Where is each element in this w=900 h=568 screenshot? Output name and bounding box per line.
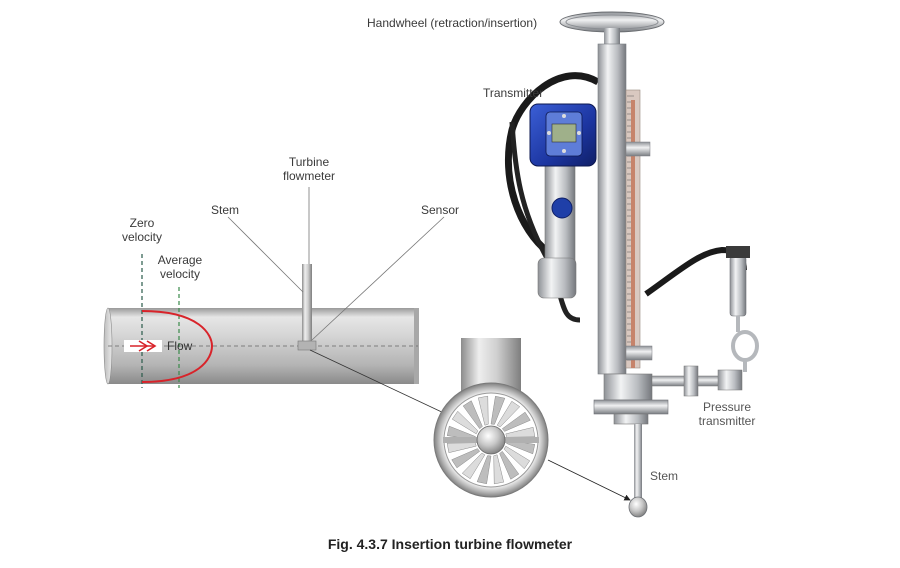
turbine-detail	[309, 338, 631, 501]
flowmeter-assembly	[505, 11, 759, 518]
turbine-blade	[446, 442, 477, 454]
turbine-blades	[446, 395, 536, 485]
flow-profile-curve	[141, 310, 214, 383]
main-column	[597, 43, 627, 375]
flow-arrow-head-2	[138, 340, 149, 352]
probe-stem	[634, 424, 642, 500]
turbine-blade	[451, 410, 479, 435]
label-turbine-line1: Turbine	[288, 155, 330, 169]
valve-body	[683, 365, 699, 397]
figure-caption: Fig. 4.3.7 Insertion turbine flowmeter	[327, 536, 573, 552]
junction-box	[537, 257, 577, 299]
label-average-line2: velocity	[159, 267, 200, 281]
pipe-schematic	[103, 187, 445, 388]
label-zero-velocity: Zero velocity	[112, 216, 172, 244]
turbine-blade	[493, 454, 505, 485]
turbine-blade	[462, 400, 483, 430]
transmitter-display	[551, 123, 577, 143]
electronics-cap	[551, 197, 573, 219]
handwheel-shaft	[604, 28, 620, 46]
turbine-blade	[499, 450, 520, 480]
turbine-hub	[476, 425, 506, 455]
label-pressure-line1: Pressure	[702, 400, 752, 414]
label-average-velocity: Average velocity	[148, 253, 212, 281]
label-pressure-transmitter: Pressure transmitter	[690, 400, 764, 428]
packing-gland	[603, 373, 653, 401]
label-zero-line1: Zero	[129, 216, 155, 230]
siphon-coil	[731, 330, 759, 362]
stem-rod	[302, 264, 312, 344]
pressure-transmitter-body	[729, 255, 747, 317]
scale-red-line	[631, 100, 635, 368]
label-handwheel: Handwheel (retraction/insertion)	[367, 16, 538, 30]
button-up	[562, 114, 566, 118]
turbine-blade	[461, 452, 486, 480]
label-sensor: Sensor	[421, 203, 460, 217]
flange-neck	[613, 413, 649, 425]
button-down	[562, 149, 566, 153]
label-average-line1: Average	[157, 253, 203, 267]
detail-arrow	[547, 459, 631, 501]
clamp-upper	[625, 141, 651, 157]
label-stem-right: Stem	[650, 469, 679, 483]
label-transmitter: Transmitter	[483, 86, 544, 100]
pressure-transmitter-cap	[726, 246, 750, 258]
flow-arrow-head	[146, 340, 157, 352]
turbine-blade	[490, 395, 506, 425]
label-turbine-flowmeter: Turbine flowmeter	[270, 155, 348, 183]
turbine-blade	[503, 445, 531, 470]
probe-head	[628, 496, 648, 518]
leader-sensor	[311, 216, 445, 341]
button-right	[577, 131, 581, 135]
label-flow: Flow	[167, 339, 193, 353]
clamp-lower	[625, 345, 653, 361]
label-zero-line2: velocity	[121, 230, 162, 244]
flange	[593, 399, 669, 415]
label-pressure-line2: transmitter	[698, 414, 756, 428]
turbine-blade	[476, 455, 492, 485]
turbine-blade	[505, 426, 536, 438]
turbine-blade	[496, 400, 521, 428]
turbine-blade	[477, 395, 489, 426]
turbine-blade	[501, 411, 531, 432]
detail-leader-top	[309, 349, 447, 415]
button-left	[547, 131, 551, 135]
sensor-head	[297, 340, 317, 351]
label-turbine-line2: flowmeter	[282, 169, 335, 183]
leader-stem	[227, 216, 304, 293]
turbine-blade	[451, 448, 481, 469]
label-stem-left: Stem	[211, 203, 240, 217]
valve-fitting	[717, 369, 743, 391]
